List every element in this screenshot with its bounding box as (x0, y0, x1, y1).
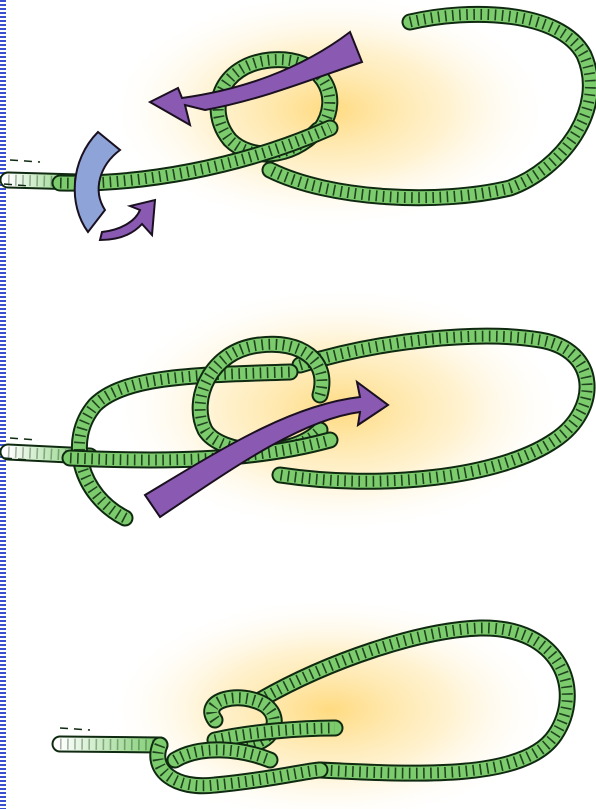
step-3-panel (60, 600, 567, 809)
rope-dashes (60, 728, 90, 730)
step-1-panel (4, 0, 590, 240)
arrow-purple-curl (100, 200, 155, 240)
step-2-panel (4, 290, 587, 530)
